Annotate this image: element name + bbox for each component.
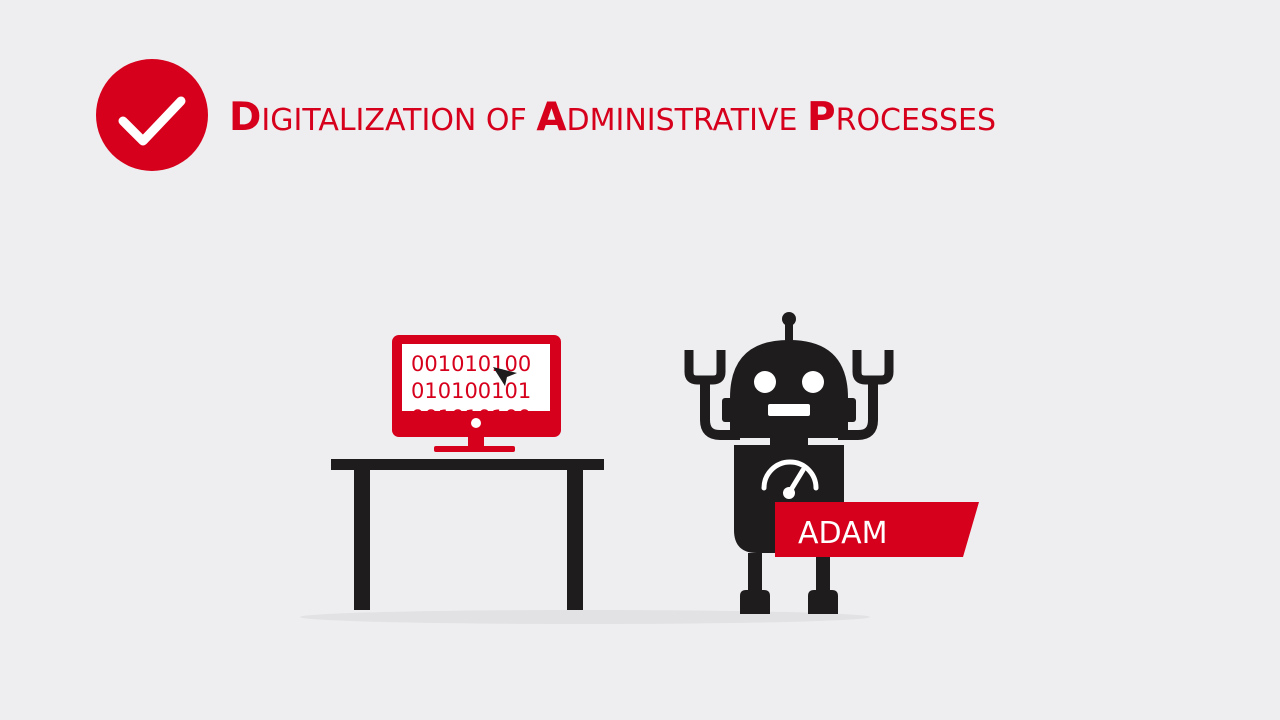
robot xyxy=(684,312,894,614)
name-tag: ADAM xyxy=(775,502,979,557)
title-initial-3: P xyxy=(807,95,836,140)
robot-name-label: ADAM xyxy=(798,516,888,551)
title-initial-1: D xyxy=(229,95,262,140)
floor-shadow xyxy=(300,610,870,624)
check-badge xyxy=(96,59,208,171)
monitor: 001010100 010100101 001010100 xyxy=(392,335,561,452)
title-word-1: IGITALIZATION OF xyxy=(261,103,537,138)
title-word-3: ROCESSES xyxy=(835,103,997,138)
desk xyxy=(331,459,604,610)
page-title: DIGITALIZATION OF ADMINISTRATIVE PROCESS… xyxy=(229,94,996,142)
code-line-2: 010100101 xyxy=(411,379,531,403)
title-initial-2: A xyxy=(536,95,567,140)
title-word-2: DMINISTRATIVE xyxy=(566,103,807,138)
check-icon xyxy=(118,96,186,146)
cursor-arrow-icon xyxy=(493,367,517,386)
code-line-3: 001010100 xyxy=(411,406,531,430)
speedometer-icon xyxy=(761,459,819,499)
